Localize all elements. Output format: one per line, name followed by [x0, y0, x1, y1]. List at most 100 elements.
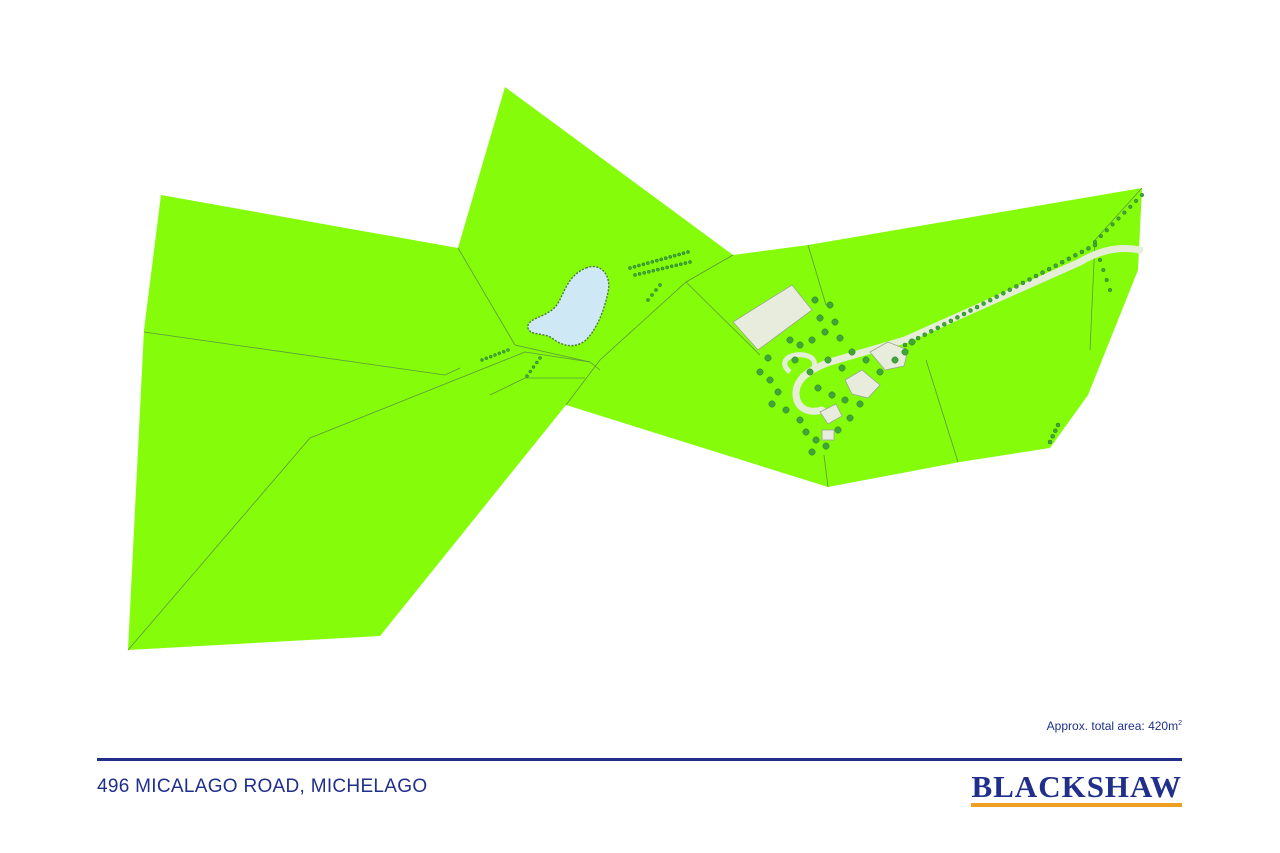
tree	[1047, 439, 1053, 445]
tree	[841, 396, 849, 404]
tree	[1001, 291, 1006, 296]
tree	[981, 301, 986, 306]
tree	[764, 354, 772, 362]
tree	[836, 334, 844, 342]
tree	[1134, 198, 1139, 203]
tree	[683, 261, 688, 265]
tree	[848, 348, 856, 356]
tree	[1020, 280, 1026, 286]
tree	[484, 356, 489, 361]
shed	[732, 284, 813, 351]
tree	[658, 283, 662, 287]
tree	[974, 304, 980, 310]
tree	[1098, 234, 1103, 239]
tree	[659, 257, 664, 262]
tree	[1007, 287, 1013, 293]
tree	[1059, 259, 1065, 265]
house	[844, 369, 881, 399]
tree	[786, 336, 794, 344]
tree	[1128, 204, 1133, 209]
tree	[968, 308, 973, 313]
tree	[646, 298, 650, 302]
tree	[915, 335, 921, 341]
tree	[637, 263, 641, 268]
tree	[665, 265, 669, 270]
tree	[1104, 228, 1109, 233]
tree	[1107, 287, 1113, 293]
tree	[1104, 277, 1109, 283]
tree	[994, 294, 999, 299]
tree	[948, 318, 954, 324]
tree	[1110, 222, 1115, 227]
buildings	[732, 284, 909, 441]
tree	[654, 288, 658, 292]
brand-underline	[971, 803, 1182, 807]
tree	[677, 252, 681, 257]
tree	[806, 368, 814, 376]
tree	[782, 406, 790, 414]
tree	[821, 328, 829, 336]
tree	[1092, 239, 1098, 245]
tree	[774, 388, 782, 396]
tree	[908, 338, 916, 346]
tree	[1055, 422, 1061, 428]
tree	[668, 255, 673, 259]
tree	[824, 356, 832, 364]
tree	[1139, 192, 1145, 198]
tree	[637, 272, 642, 276]
tree	[935, 325, 941, 331]
tree	[525, 374, 529, 378]
tree	[1079, 249, 1085, 255]
tree	[816, 314, 824, 322]
tree	[501, 349, 506, 354]
tree	[1101, 267, 1106, 273]
tree	[1040, 270, 1045, 275]
brand-logo: BLACKSHAW	[971, 770, 1182, 807]
tree	[1073, 253, 1078, 258]
tree	[846, 414, 854, 422]
tree	[1046, 266, 1052, 272]
tree	[1116, 216, 1121, 221]
parcel-west	[128, 87, 1142, 650]
land-parcels	[128, 87, 1142, 650]
tree	[831, 318, 839, 326]
tree	[961, 311, 967, 317]
tree	[678, 262, 683, 267]
tree	[876, 368, 884, 376]
site-plan-map	[127, 87, 1145, 651]
tree	[1053, 428, 1058, 433]
tree	[672, 253, 677, 258]
tree	[480, 358, 484, 362]
tree	[812, 436, 820, 444]
tree	[651, 268, 656, 273]
footer-rule	[97, 758, 1182, 761]
tree	[791, 356, 799, 364]
tree	[796, 416, 804, 424]
tree	[1097, 257, 1103, 263]
tree	[756, 368, 764, 376]
tree	[535, 360, 539, 365]
brand-name: BLACKSHAW	[971, 769, 1182, 804]
tree	[802, 428, 810, 436]
tree	[531, 365, 536, 369]
tree	[1053, 263, 1058, 268]
tree	[628, 266, 632, 270]
tree	[1122, 210, 1127, 215]
tree	[633, 273, 637, 277]
tree	[650, 259, 655, 264]
tree	[538, 356, 542, 360]
tree	[901, 348, 909, 356]
tree	[641, 262, 646, 267]
tree	[1086, 246, 1091, 251]
tree	[674, 263, 679, 268]
small-building	[821, 429, 835, 441]
tree	[862, 356, 870, 364]
tree	[814, 384, 822, 392]
tree	[834, 426, 842, 434]
tree	[828, 391, 836, 399]
tree	[922, 332, 927, 337]
tree	[660, 266, 665, 271]
outbuilding	[819, 403, 843, 425]
trees	[480, 192, 1145, 456]
tree	[497, 351, 502, 356]
